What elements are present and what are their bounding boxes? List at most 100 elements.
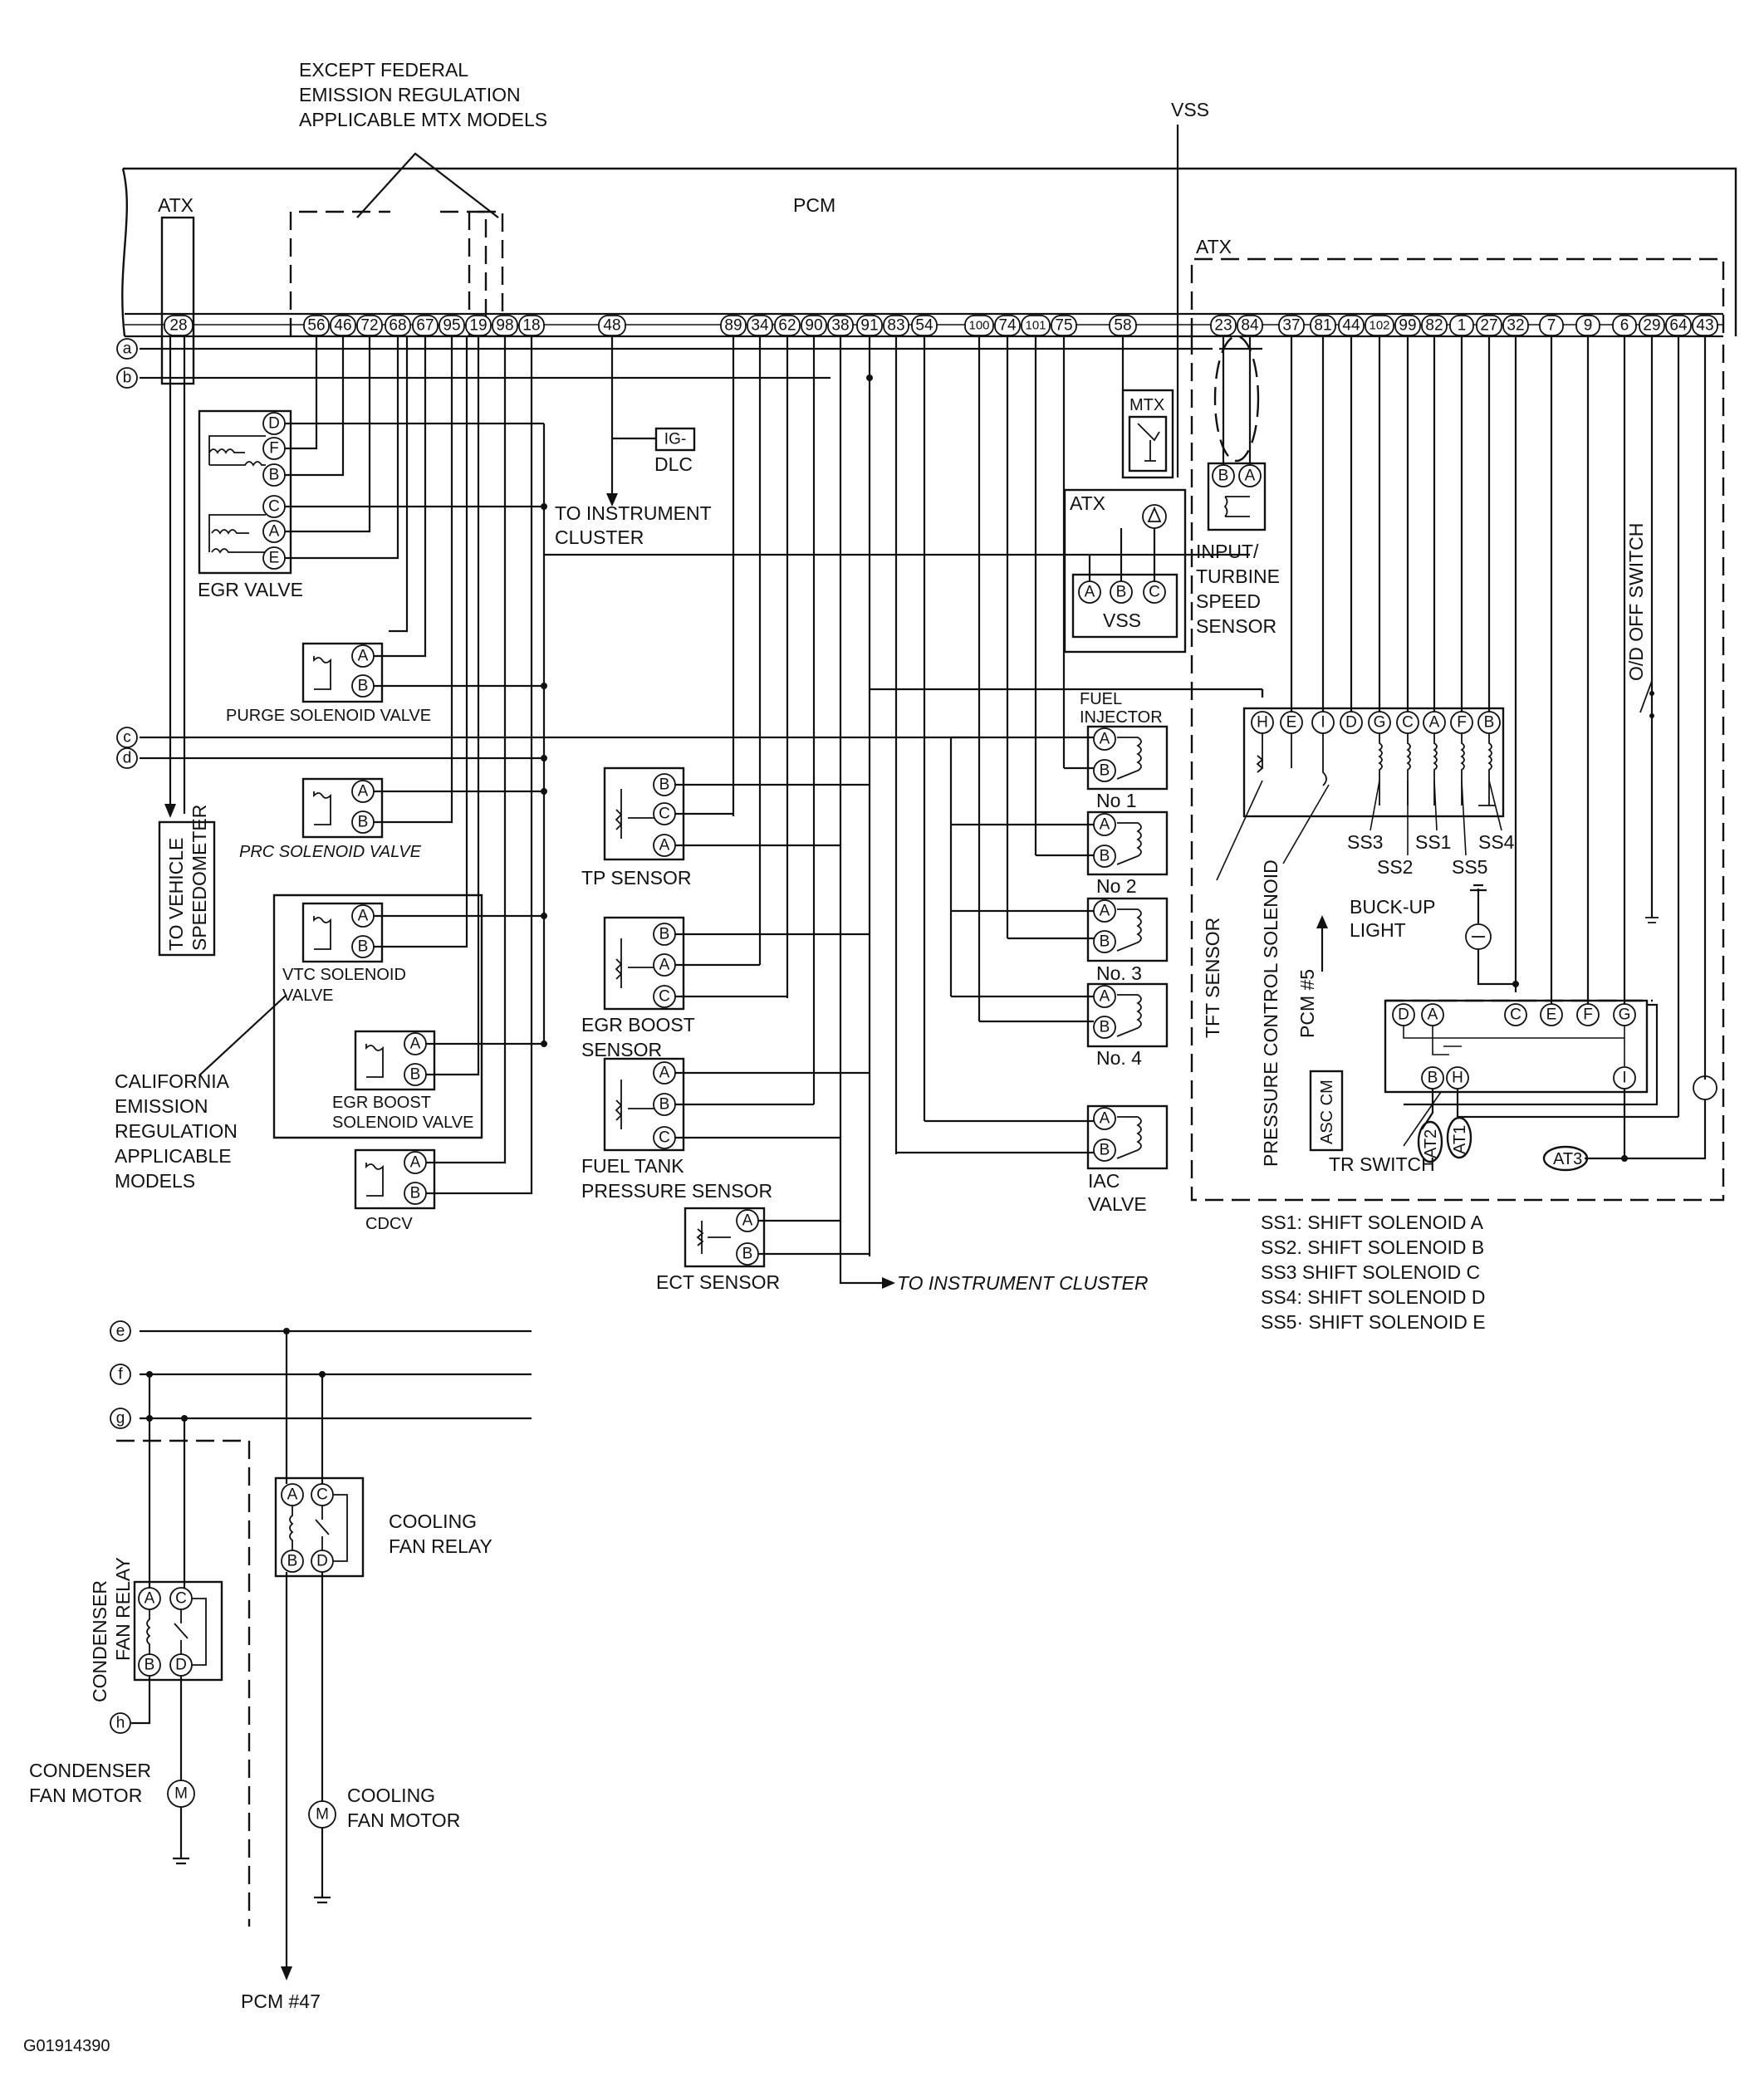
- legend-ss4: SS4: SHIFT SOLENOID D: [1261, 1286, 1486, 1308]
- california-note-2: EMISSION: [115, 1095, 208, 1117]
- prc-box: [301, 777, 384, 839]
- pcm-pin-32: 32: [1502, 315, 1529, 336]
- tr-pin-g: G: [1619, 1006, 1631, 1024]
- backup-light-label-2: LIGHT: [1350, 919, 1406, 941]
- connector-c-label: c: [123, 729, 131, 747]
- injector-no4: A B No. 4: [1086, 982, 1169, 1069]
- connector-g-label: g: [116, 1410, 125, 1427]
- input-sensor-label-3: SPEED: [1196, 590, 1261, 612]
- fuel-tank-pin-b-label: B: [659, 1096, 670, 1114]
- pcm-pins-right: 23 84 37 81 44 102 99 82 1 27 32 7 9 6 2…: [1210, 315, 1718, 336]
- egr-boost-sol-wire-b: [426, 336, 480, 1076]
- pcm-pin-38-label: 38: [831, 317, 849, 335]
- condenser-fan-motor-symbol: M: [174, 1785, 188, 1803]
- input-sensor-pin-a-label: A: [1245, 468, 1256, 485]
- pcm-pin-95-label: 95: [443, 317, 460, 335]
- egr-boost-sol-pin-a-label: A: [410, 1036, 421, 1053]
- pcm-pin-19: 19: [465, 315, 492, 336]
- condenser-relay-pin-b-label: B: [145, 1657, 155, 1674]
- connector-a-label: a: [123, 340, 132, 358]
- pcm-outline: [121, 167, 1737, 337]
- egr-valve-coils: [208, 435, 266, 554]
- egr-pin-b: B: [269, 467, 280, 484]
- at2-label: AT2: [1422, 1129, 1440, 1158]
- od-indicator-icon: [1693, 1075, 1717, 1100]
- pcm-pin-46: 46: [330, 315, 356, 336]
- cooling-relay-pin-d-label: D: [316, 1553, 328, 1570]
- backup-light-label-1: BUCK-UP: [1350, 896, 1436, 918]
- pressure-control-label: PRESSURE CONTROL SOLENOID: [1260, 859, 1281, 1167]
- fuel-tank-label-2: PRESSURE SENSOR: [581, 1180, 772, 1202]
- egr-boost-sol-box: [354, 1030, 436, 1091]
- cooling-relay-label-1: COOLING: [389, 1511, 477, 1532]
- ss4-pointer: [1488, 780, 1502, 831]
- tr-pin-f: F: [1583, 1006, 1593, 1024]
- atx-left-label: ATX: [158, 194, 194, 216]
- vtc-label-2: VALVE: [282, 987, 334, 1005]
- california-note-5: MODELS: [115, 1170, 195, 1192]
- sol-pin-f: F: [1457, 714, 1467, 732]
- egr-boost-sensor-label-2: SENSOR: [581, 1039, 662, 1060]
- cooling-motor-label-2: FAN MOTOR: [347, 1809, 460, 1831]
- pcm-pin-9-label: 9: [1584, 317, 1593, 335]
- egr-pin-e: E: [269, 550, 280, 567]
- od-switch-contact: [1649, 691, 1654, 696]
- pcm-pin-95: 95: [439, 315, 465, 336]
- pcm-pin-99: 99: [1394, 315, 1421, 336]
- vss-pin-a-label: A: [1085, 584, 1095, 601]
- purge-pin-b-label: B: [358, 678, 369, 695]
- junction-dot: [866, 375, 873, 381]
- connector-b: [116, 367, 138, 389]
- vss-pin-b-label: B: [1116, 584, 1127, 601]
- ss3-coil: [1378, 733, 1383, 805]
- cluster-arrow-2: [882, 1277, 895, 1289]
- injector-no1-label: No 1: [1096, 790, 1137, 811]
- iac-pin-b: B: [1100, 1142, 1110, 1159]
- ect-sensor-box: [684, 1207, 766, 1268]
- california-pointer: [198, 994, 287, 1076]
- pcm-pin-89-label: 89: [724, 317, 742, 335]
- iac-valve: A B IAC VALVE: [1086, 1104, 1169, 1215]
- fuel-injector-title-2: INJECTOR: [1080, 708, 1163, 727]
- condenser-dashed-box: [116, 1439, 251, 1927]
- prc-wire-b: [374, 336, 453, 824]
- pcm-pin-18-label: 18: [522, 317, 540, 335]
- pcm-pin-81-label: 81: [1314, 317, 1331, 335]
- iac-label-2: VALVE: [1088, 1193, 1147, 1215]
- injector-no4-label: No. 4: [1096, 1047, 1142, 1069]
- atx-vss-box: [1063, 488, 1187, 654]
- input-sensor-pin-a: [1238, 464, 1262, 487]
- pcm-pin-23-label: 23: [1214, 317, 1232, 335]
- connector-h-label: h: [116, 1715, 125, 1732]
- pcm-pin-64: 64: [1665, 315, 1692, 336]
- condenser-relay-pin-a-label: A: [145, 1590, 155, 1608]
- input-sensor-pin-b: [1212, 464, 1235, 487]
- header-note-line-1: EXCEPT FEDERAL: [299, 59, 468, 81]
- california-note-3: REGULATION: [115, 1120, 238, 1142]
- pcm-pin-98-label: 98: [496, 317, 513, 335]
- ect-pin-b-label: B: [742, 1246, 753, 1263]
- tr-switch-label: TR SWITCH: [1329, 1153, 1435, 1175]
- ss2-coil: [1406, 733, 1411, 805]
- cooling-fan-motor-symbol: M: [316, 1806, 329, 1824]
- tr-switch-pointer: [1403, 1091, 1442, 1147]
- pcm-pin-100: 100: [964, 315, 994, 336]
- connector-e-label: e: [116, 1323, 125, 1340]
- ss1-label: SS1: [1415, 831, 1451, 853]
- vtc-wire-b: [374, 336, 468, 948]
- backup-wire: [1477, 949, 1516, 986]
- pcm47-arrow: [281, 1966, 292, 1981]
- ss3-label: SS3: [1347, 831, 1383, 853]
- pcm-pin-62-label: 62: [778, 317, 796, 335]
- cooling-relay-pin-a-label: A: [287, 1486, 298, 1504]
- cooling-relay-pin-b-label: B: [287, 1553, 298, 1570]
- condenser-relay-internals: [146, 1598, 207, 1666]
- pcm-pin-67: 67: [412, 315, 439, 336]
- pcm-pin-18: 18: [518, 315, 545, 336]
- injector-no3-pin-b: B: [1100, 933, 1110, 951]
- dlc-pin-box: [654, 427, 696, 452]
- pcm-pin-54: 54: [911, 315, 938, 336]
- pcm47-label: PCM #47: [241, 1990, 321, 2012]
- pcs-pointer: [1282, 784, 1330, 864]
- injector-no1-pin-b: B: [1100, 762, 1110, 780]
